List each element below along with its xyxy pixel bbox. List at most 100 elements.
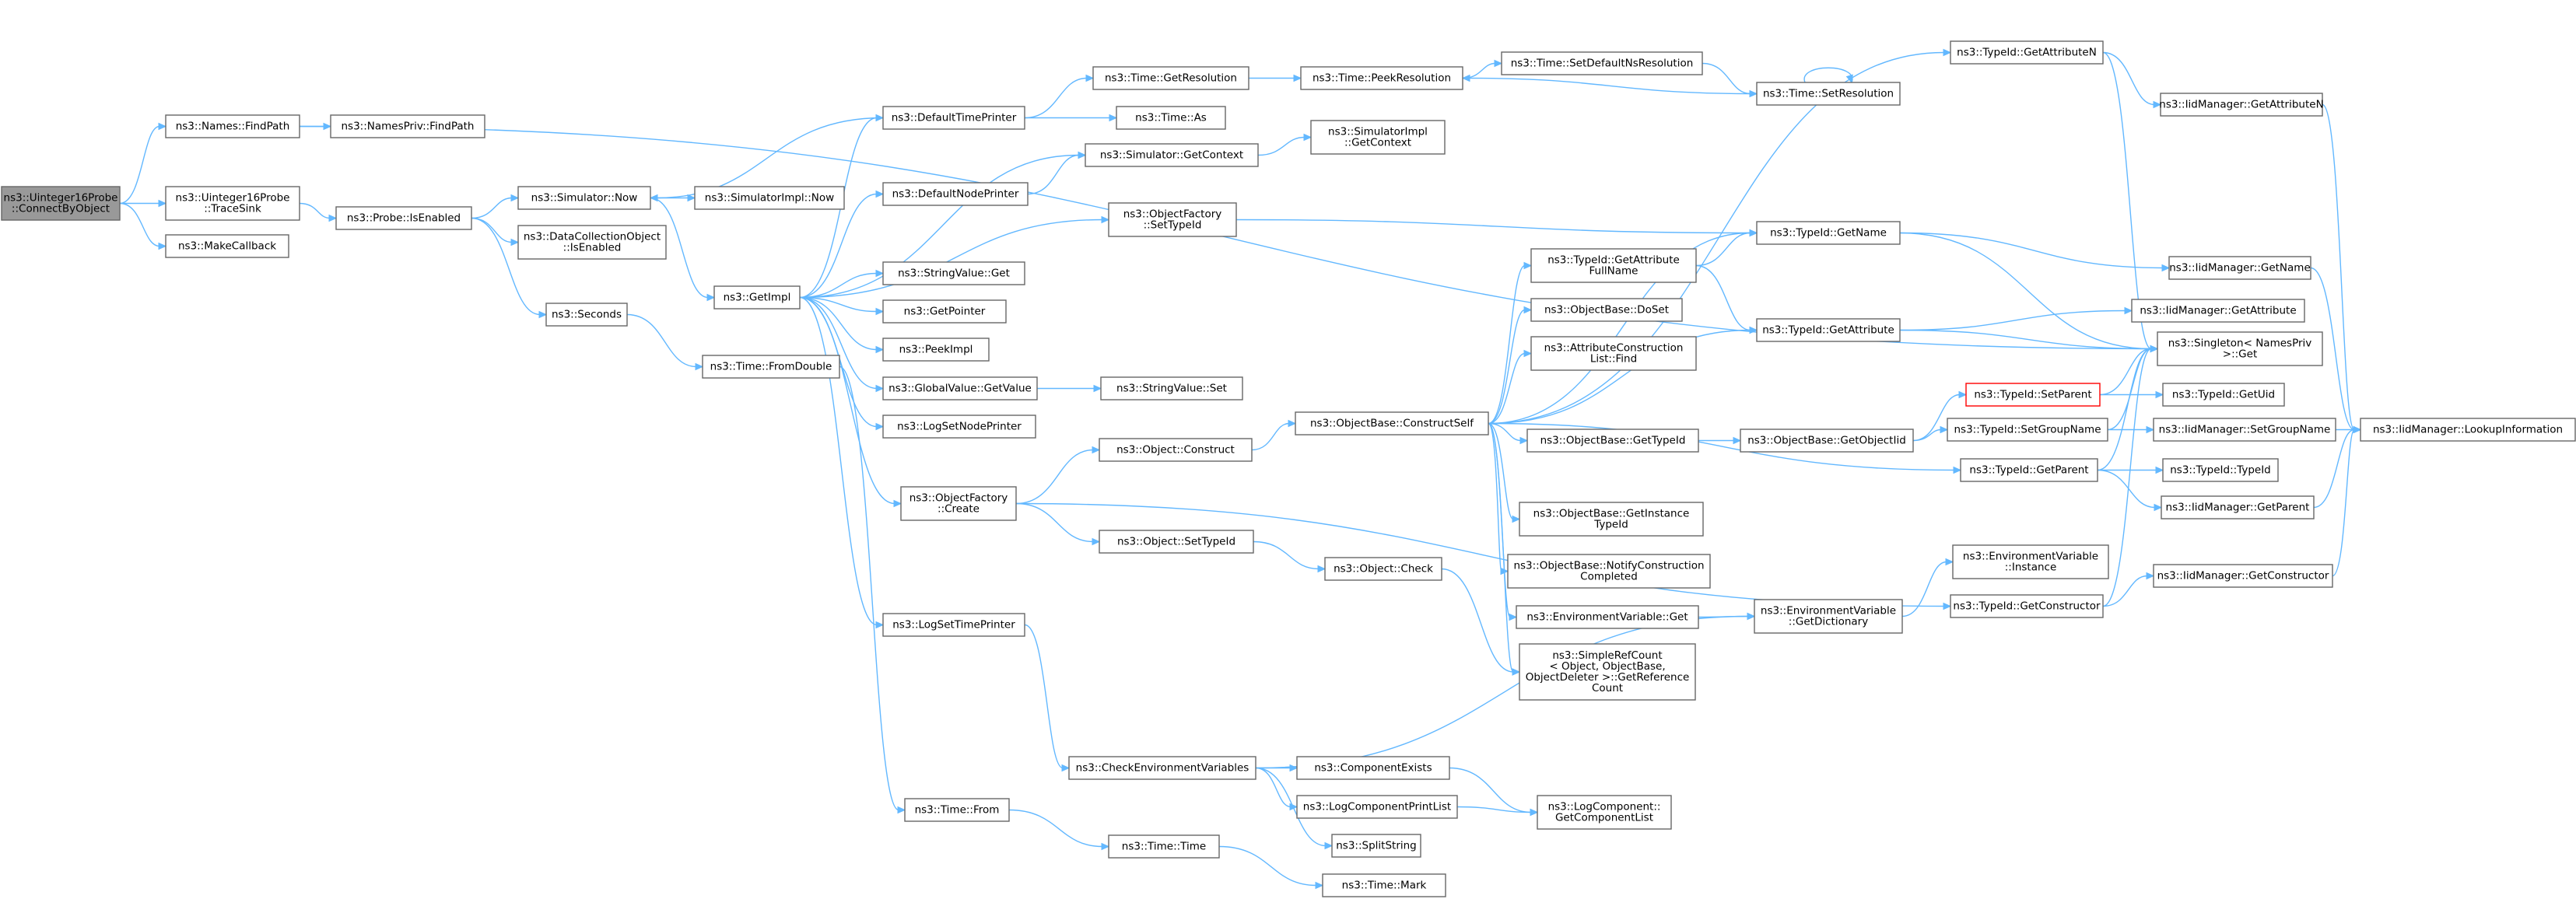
node-ns3-names-findpath[interactable]: ns3::Names::FindPath: [165, 114, 300, 138]
node-ns3-objectfactory-create[interactable]: ns3::ObjectFactory::Create: [900, 486, 1017, 521]
node-ns3-simulator-now[interactable]: ns3::Simulator::Now: [517, 186, 651, 210]
node-box: [1300, 66, 1463, 90]
node-ns3-object-check[interactable]: ns3::Object::Check: [1324, 557, 1442, 581]
node-label-line: ns3::StringValue::Set: [1116, 383, 1227, 395]
node-ns3-time-fromdouble[interactable]: ns3::Time::FromDouble: [702, 355, 840, 379]
node-label-line: ns3::Object::SetTypeId: [1117, 536, 1235, 548]
node-ns3-time-setdefaultnsresolution[interactable]: ns3::Time::SetDefaultNsResolution: [1501, 51, 1703, 75]
node-ns3-iidmanager-getattribute[interactable]: ns3::IidManager::GetAttribute: [2131, 299, 2305, 323]
node-ns3-defaultnodeprinter[interactable]: ns3::DefaultNodePrinter: [882, 182, 1029, 206]
node-ns3-objectbase-constructself[interactable]: ns3::ObjectBase::ConstructSelf: [1295, 411, 1489, 436]
node-ns3-uinteger16probe-connectbyobject[interactable]: ns3::Uinteger16Probe::ConnectByObject: [1, 186, 121, 221]
node-ns3-iidmanager-setgroupname[interactable]: ns3::IidManager::SetGroupName: [2153, 418, 2336, 442]
node-box: [882, 338, 990, 362]
node-ns3-iidmanager-getparent[interactable]: ns3::IidManager::GetParent: [2161, 495, 2315, 519]
node-ns3-objectbase-doset[interactable]: ns3::ObjectBase::DoSet: [1530, 298, 1683, 322]
node-ns3-objectbase-getobjectiid[interactable]: ns3::ObjectBase::GetObjectIid: [1740, 429, 1914, 453]
node-ns3-getpointer[interactable]: ns3::GetPointer: [882, 299, 1007, 324]
node-ns3-iidmanager-getname[interactable]: ns3::IidManager::GetName: [2168, 256, 2311, 280]
node-box: [1324, 557, 1442, 581]
node-ns3-componentexists[interactable]: ns3::ComponentExists: [1296, 756, 1450, 780]
edge-n12-n23: [1025, 114, 1118, 122]
node-ns3-globalvalue-getvalue[interactable]: ns3::GlobalValue::GetValue: [882, 376, 1038, 401]
edge-n30-n38: [1255, 767, 1334, 850]
node-ns3-simplerefcount-object-objectbase-objectdeleter-getreference-count[interactable]: ns3::SimpleRefCount< Object, ObjectBase,…: [1519, 643, 1696, 701]
edge-n10-n13: [799, 190, 885, 299]
node-ns3-logsettimeprinter[interactable]: ns3::LogSetTimePrinter: [882, 613, 1025, 637]
node-ns3-typeid-getattributen[interactable]: ns3::TypeId::GetAttributeN: [1950, 40, 2104, 65]
node-ns3-makecallback[interactable]: ns3::MakeCallback: [165, 234, 289, 258]
node-ns3-time-peekresolution[interactable]: ns3::Time::PeekResolution: [1300, 66, 1463, 90]
node-box: [1516, 605, 1699, 629]
edge-n0-n3: [119, 199, 167, 208]
node-ns3-time-from[interactable]: ns3::Time::From: [904, 798, 1010, 822]
node-box: [1108, 202, 1237, 237]
node-ns3-environmentvariable-get[interactable]: ns3::EnvironmentVariable::Get: [1516, 605, 1699, 629]
node-label-line: Completed: [1580, 571, 1638, 583]
node-ns3-uinteger16probe-tracesink[interactable]: ns3::Uinteger16Probe::TraceSink: [165, 186, 300, 221]
node-ns3-simulatorimpl-getcontext[interactable]: ns3::SimulatorImpl::GetContext: [1310, 120, 1446, 155]
node-ns3-iidmanager-lookupinformation[interactable]: ns3::IidManager::LookupInformation: [2360, 418, 2576, 442]
node-label-line: ns3::TypeId::GetUid: [2172, 389, 2275, 401]
node-ns3-peekimpl[interactable]: ns3::PeekImpl: [882, 338, 990, 362]
node-ns3-iidmanager-getconstructor[interactable]: ns3::IidManager::GetConstructor: [2153, 564, 2333, 588]
node-label-line: Count: [1592, 682, 1623, 694]
node-ns3-datacollectionobject-isenabled[interactable]: ns3::DataCollectionObject::IsEnabled: [517, 225, 667, 260]
node-ns3-singleton-namespriv-get[interactable]: ns3::Singleton< NamesPriv>::Get: [2157, 331, 2323, 366]
node-ns3-simulator-getcontext[interactable]: ns3::Simulator::GetContext: [1085, 143, 1259, 167]
node-ns3-typeid-getuid[interactable]: ns3::TypeId::GetUid: [2162, 383, 2285, 407]
node-label-line: ns3::MakeCallback: [178, 240, 276, 253]
node-ns3-typeid-getname[interactable]: ns3::TypeId::GetName: [1756, 221, 1901, 245]
node-ns3-getimpl[interactable]: ns3::GetImpl: [713, 285, 801, 310]
node-ns3-defaulttimeprinter[interactable]: ns3::DefaultTimePrinter: [882, 106, 1025, 130]
node-ns3-time-time[interactable]: ns3::Time::Time: [1108, 834, 1220, 859]
node-ns3-objectbase-notifyconstruction-completed[interactable]: ns3::ObjectBase::NotifyConstructionCompl…: [1507, 554, 1711, 589]
node-ns3-objectfactory-settypeid[interactable]: ns3::ObjectFactory::SetTypeId: [1108, 202, 1237, 237]
edge-n57-n63: [2107, 345, 2159, 431]
node-ns3-typeid-typeid[interactable]: ns3::TypeId::TypeId: [2162, 458, 2279, 482]
node-ns3-typeid-getparent[interactable]: ns3::TypeId::GetParent: [1960, 458, 2098, 482]
node-ns3-time-mark[interactable]: ns3::Time::Mark: [1322, 873, 1446, 897]
node-ns3-typeid-getconstructor[interactable]: ns3::TypeId::GetConstructor: [1950, 594, 2104, 618]
node-ns3-object-construct[interactable]: ns3::Object::Construct: [1099, 438, 1253, 462]
node-ns3-stringvalue-get[interactable]: ns3::StringValue::Get: [882, 261, 1025, 285]
node-label-line: ns3::IidManager::GetParent: [2166, 502, 2310, 514]
node-ns3-environmentvariable-instance[interactable]: ns3::EnvironmentVariable::Instance: [1952, 544, 2109, 579]
node-ns3-time-as[interactable]: ns3::Time::As: [1116, 106, 1226, 130]
node-ns3-typeid-getattribute[interactable]: ns3::TypeId::GetAttribute: [1756, 318, 1901, 342]
node-ns3-time-setresolution[interactable]: ns3::Time::SetResolution: [1756, 82, 1901, 106]
node-label-line: ::TraceSink: [204, 203, 261, 215]
node-label-line: ns3::SimulatorImpl: [1328, 126, 1428, 138]
node-ns3-time-getresolution[interactable]: ns3::Time::GetResolution: [1092, 66, 1249, 90]
edge-n52-n57: [1912, 425, 1949, 442]
edge-n22-n33: [1249, 74, 1302, 82]
node-label-line: ns3::LogComponentPrintList: [1303, 801, 1451, 813]
node-label-line: ns3::Time::Mark: [1342, 880, 1427, 892]
node-ns3-checkenvironmentvariables[interactable]: ns3::CheckEnvironmentVariables: [1068, 756, 1256, 780]
node-box: [1100, 376, 1243, 401]
node-box: [1530, 336, 1697, 371]
node-ns3-object-settypeid[interactable]: ns3::Object::SetTypeId: [1099, 530, 1254, 554]
node-label-line: ns3::IidManager::SetGroupName: [2159, 424, 2331, 436]
node-ns3-probe-isenabled[interactable]: ns3::Probe::IsEnabled: [335, 206, 472, 230]
node-ns3-stringvalue-set[interactable]: ns3::StringValue::Set: [1100, 376, 1243, 401]
node-ns3-iidmanager-getattributen[interactable]: ns3::IidManager::GetAttributeN: [2159, 93, 2324, 117]
node-ns3-logsetnodeprinter[interactable]: ns3::LogSetNodePrinter: [882, 415, 1036, 439]
edge-n10-n19: [799, 296, 902, 508]
node-ns3-objectbase-gettypeid[interactable]: ns3::ObjectBase::GetTypeId: [1526, 429, 1699, 453]
node-ns3-seconds[interactable]: ns3::Seconds: [545, 303, 628, 327]
node-ns3-typeid-setparent[interactable]: ns3::TypeId::SetParent: [1965, 383, 2101, 407]
node-box: [882, 613, 1025, 637]
node-ns3-namespriv-findpath[interactable]: ns3::NamesPriv::FindPath: [330, 114, 485, 138]
node-ns3-logcomponent-getcomponentlist[interactable]: ns3::LogComponent::GetComponentList: [1537, 795, 1672, 830]
node-ns3-environmentvariable-getdictionary[interactable]: ns3::EnvironmentVariable::GetDictionary: [1754, 599, 1903, 634]
node-ns3-typeid-setgroupname[interactable]: ns3::TypeId::SetGroupName: [1947, 418, 2108, 442]
node-ns3-simulatorimpl-now[interactable]: ns3::SimulatorImpl::Now: [694, 186, 845, 210]
node-ns3-logcomponentprintlist[interactable]: ns3::LogComponentPrintList: [1296, 795, 1458, 819]
node-ns3-splitstring[interactable]: ns3::SplitString: [1331, 834, 1421, 858]
node-box: [2160, 93, 2323, 117]
node-box: [1085, 143, 1259, 167]
